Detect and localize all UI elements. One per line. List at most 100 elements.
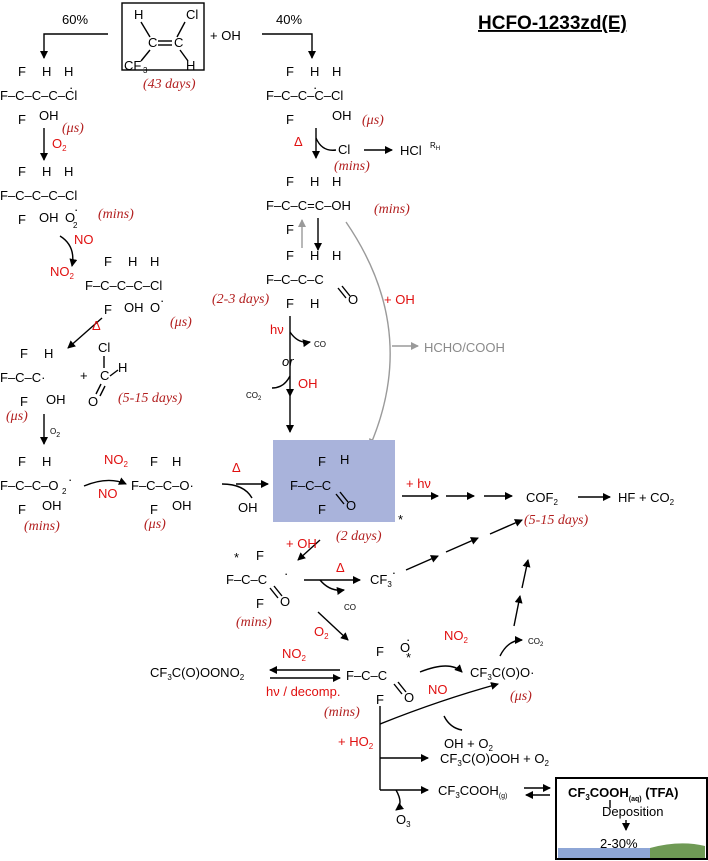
svg-text:·: · bbox=[68, 472, 72, 487]
svg-text:F–C–C·: F–C–C· bbox=[0, 370, 46, 385]
o3-product: O3 bbox=[396, 812, 411, 829]
svg-text:H: H bbox=[128, 254, 137, 269]
arrow-o3 bbox=[395, 789, 404, 811]
svg-text:F: F bbox=[376, 644, 384, 659]
svg-text:F: F bbox=[18, 454, 26, 469]
arrow-l2 bbox=[59, 235, 78, 267]
delta-label-2: Δ bbox=[232, 460, 241, 475]
svg-text:OH: OH bbox=[124, 300, 144, 315]
svg-text:F: F bbox=[104, 302, 112, 317]
svg-text:F: F bbox=[104, 254, 112, 269]
or-label: or bbox=[282, 354, 294, 369]
svg-text:F–C–C–C–Cl: F–C–C–C–Cl bbox=[85, 278, 162, 293]
svg-text:F: F bbox=[150, 502, 158, 517]
svg-text:2: 2 bbox=[73, 221, 78, 230]
svg-text:O: O bbox=[65, 210, 75, 225]
svg-text:F–C–C–C–Cl: F–C–C–C–Cl bbox=[0, 88, 77, 103]
svg-text:·: · bbox=[74, 202, 78, 217]
svg-text:F–C–C: F–C–C bbox=[346, 668, 387, 683]
svg-text:F: F bbox=[20, 394, 28, 409]
svg-text:OH: OH bbox=[39, 108, 59, 123]
oh-out: OH bbox=[238, 500, 258, 515]
svg-text:OH: OH bbox=[42, 498, 62, 513]
svg-text:H: H bbox=[340, 452, 349, 467]
lifetime-l5: (μs) bbox=[6, 409, 28, 424]
tfa-title: CF3COOH(aq) (TFA) bbox=[568, 785, 678, 803]
asterisk-1: * bbox=[398, 512, 403, 527]
arrow-cl-curve bbox=[315, 137, 337, 151]
lifetime-peroxy: (mins) bbox=[324, 705, 360, 720]
page-title: HCFO-1233zd(E) bbox=[478, 13, 627, 34]
hcl-product: HCl bbox=[400, 143, 422, 158]
svg-text:H: H bbox=[310, 248, 319, 263]
left-branch-pct: 60% bbox=[62, 12, 88, 27]
svg-text:H: H bbox=[332, 248, 341, 263]
svg-text:H: H bbox=[64, 164, 73, 179]
co-acyl: CO bbox=[344, 603, 356, 612]
no2-label-right: NO2 bbox=[444, 628, 469, 645]
svg-text:H: H bbox=[172, 454, 181, 469]
plus-oh-mid: + OH bbox=[286, 536, 317, 551]
hf-product: HF + CO2 bbox=[618, 490, 675, 507]
svg-text:O: O bbox=[404, 690, 414, 705]
oh-o2-product: OH + O2 bbox=[444, 736, 493, 753]
no2-label-1: NO2 bbox=[50, 264, 75, 281]
no-label-right: NO bbox=[428, 682, 448, 697]
svg-text:O: O bbox=[280, 594, 290, 609]
hv-decomp: hν / decomp. bbox=[266, 684, 340, 699]
deposition-pct: 2-30% bbox=[600, 836, 638, 851]
svg-text:F–C–C: F–C–C bbox=[290, 478, 331, 493]
svg-text:F: F bbox=[318, 454, 326, 469]
svg-text:F–C–C–O: F–C–C–O bbox=[0, 478, 59, 493]
o2-label-2: O2 bbox=[50, 427, 60, 439]
svg-text:H: H bbox=[44, 346, 53, 361]
cf3coo-radical: CF3C(O)O· bbox=[470, 665, 534, 682]
svg-text:C: C bbox=[100, 368, 109, 383]
arrow-cf3-1 bbox=[405, 555, 439, 571]
svg-text:O: O bbox=[348, 292, 358, 307]
plus-hv: + hν bbox=[406, 476, 431, 491]
svg-text:F–C–C: F–C–C bbox=[226, 572, 267, 587]
arrow-oh-o2 bbox=[443, 715, 463, 731]
left-branch-arrow bbox=[40, 33, 108, 59]
svg-text:C: C bbox=[148, 35, 157, 50]
acid-gas: CF3COOH(g) bbox=[438, 783, 507, 800]
svg-text:H: H bbox=[42, 164, 51, 179]
cof2-product: COF2 bbox=[526, 490, 558, 507]
delta-label-3: Δ bbox=[294, 134, 303, 149]
svg-text:OH: OH bbox=[172, 498, 192, 513]
arrow-co-acyl bbox=[319, 579, 345, 595]
svg-text:F: F bbox=[18, 212, 26, 227]
svg-text:F: F bbox=[256, 596, 264, 611]
lifetime-oxy: (μs) bbox=[510, 689, 532, 704]
svg-text:F–C–C–C: F–C–C–C bbox=[266, 272, 324, 287]
svg-text:F: F bbox=[286, 112, 294, 127]
svg-text:F: F bbox=[286, 248, 294, 263]
svg-text:H: H bbox=[150, 254, 159, 269]
svg-text:H: H bbox=[332, 174, 341, 189]
delta-label-4: Δ bbox=[336, 560, 345, 575]
lifetime-l6: (mins) bbox=[24, 519, 60, 534]
svg-text:·: · bbox=[160, 293, 164, 308]
lifetime-mid: (μs) bbox=[144, 517, 166, 532]
svg-text:H: H bbox=[310, 296, 319, 311]
svg-text:F: F bbox=[286, 174, 294, 189]
oh-red-label: OH bbox=[298, 376, 318, 391]
arrow-l5 bbox=[83, 477, 127, 487]
right-branch-pct: 40% bbox=[276, 12, 302, 27]
svg-text:F–C–C–C–Cl: F–C–C–C–Cl bbox=[0, 188, 77, 203]
svg-text:·: · bbox=[284, 566, 288, 581]
arrow-cf3-3 bbox=[489, 519, 523, 535]
svg-text:F–C–C–O·: F–C–C–O· bbox=[131, 478, 194, 493]
lifetime-r1: (μs) bbox=[362, 113, 384, 128]
arrow-cf3-2 bbox=[445, 537, 479, 553]
svg-text:H: H bbox=[310, 174, 319, 189]
svg-text:F: F bbox=[18, 112, 26, 127]
